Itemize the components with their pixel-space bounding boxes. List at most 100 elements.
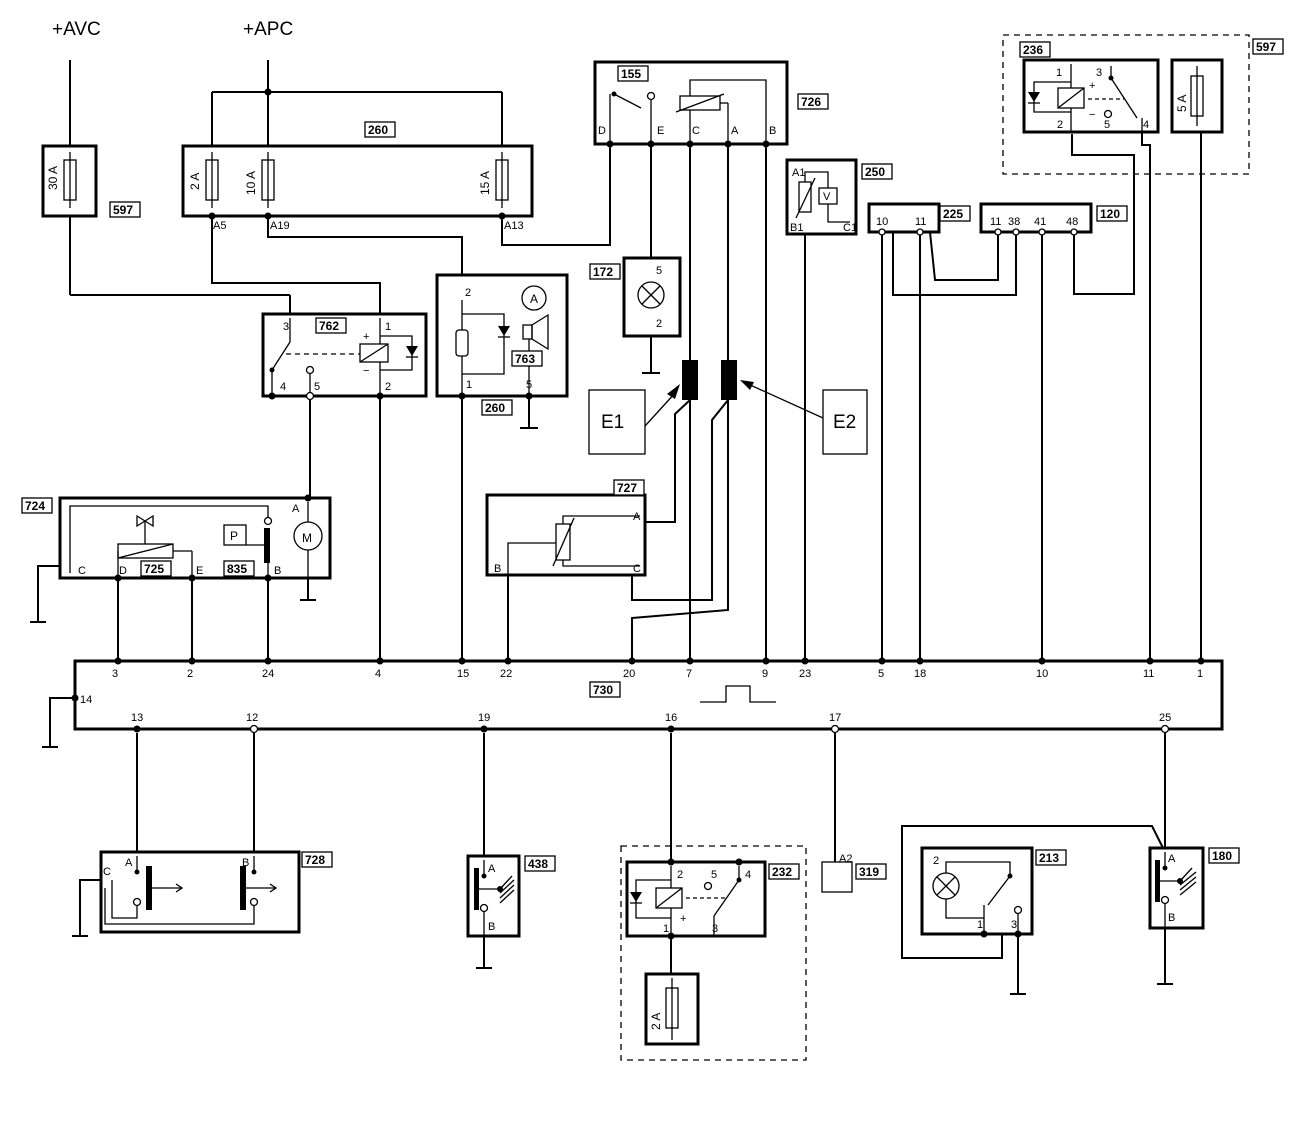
module-597-right <box>1002 34 1250 175</box>
svg-text:4: 4 <box>1143 119 1149 131</box>
wire-a13-to-155 <box>501 144 611 246</box>
svg-text:V: V <box>823 191 831 203</box>
wire-225-to-120-11 <box>929 231 999 281</box>
svg-text:A: A <box>125 857 133 869</box>
tag-724: 724 <box>25 499 45 513</box>
wire-e1-to-727a <box>645 399 691 523</box>
wire-a5-to-762 <box>211 216 381 314</box>
sensor-e2-label: E2 <box>833 412 856 433</box>
fuse-box-597: 30 A 597 <box>41 144 141 218</box>
wire-236-to-ecu11 <box>1141 132 1151 661</box>
svg-text:25: 25 <box>1159 712 1171 724</box>
svg-text:5: 5 <box>656 265 662 277</box>
svg-text:2: 2 <box>933 855 939 867</box>
svg-text:B: B <box>769 125 776 137</box>
fuse-box-260: 2 A 10 A 15 A 260 A5 A19 A13 <box>181 121 534 232</box>
svg-text:38: 38 <box>1008 216 1020 228</box>
lamp-switch-213: 213 2 1 3 <box>920 846 1067 936</box>
pin-a13: A13 <box>504 220 524 232</box>
sensor-250: 250 A1 B1 C1 V <box>785 158 893 236</box>
svg-text:3: 3 <box>112 668 118 680</box>
svg-text:C: C <box>78 565 86 577</box>
svg-text:3: 3 <box>1011 919 1017 931</box>
svg-text:1: 1 <box>385 321 391 333</box>
tag-835: 835 <box>227 562 247 576</box>
svg-text:B: B <box>242 857 249 869</box>
svg-text:15: 15 <box>457 668 469 680</box>
wire-728c-ground <box>79 879 101 936</box>
svg-text:1: 1 <box>1056 67 1062 79</box>
svg-text:23: 23 <box>799 668 811 680</box>
connector-319: A2 319 <box>821 853 887 893</box>
connector-e2 <box>721 360 737 400</box>
svg-text:1: 1 <box>663 923 669 935</box>
svg-text:P: P <box>230 529 238 543</box>
sensor-e1-box <box>588 389 646 455</box>
ecu-pin-dots <box>71 657 1205 734</box>
svg-text:14: 14 <box>80 694 92 706</box>
tag-728: 728 <box>305 853 325 867</box>
tag-250: 250 <box>865 165 885 179</box>
tag-172: 172 <box>593 265 613 279</box>
tag-438: 438 <box>528 857 548 871</box>
wire-225-to-120-38 <box>892 232 1017 296</box>
svg-text:9: 9 <box>762 668 768 680</box>
svg-text:1: 1 <box>977 919 983 931</box>
svg-text:B1: B1 <box>790 222 803 234</box>
svg-text:2: 2 <box>1057 119 1063 131</box>
svg-text:B: B <box>274 565 281 577</box>
svg-text:A2: A2 <box>839 853 852 865</box>
svg-text:M: M <box>302 531 312 545</box>
svg-text:20: 20 <box>623 668 635 680</box>
connector-225: 10 11 <box>867 202 941 234</box>
svg-text:1: 1 <box>1197 668 1203 680</box>
connector-120: 11 38 41 48 <box>979 202 1093 234</box>
sensor-727: 727 A B C <box>485 479 647 577</box>
ecu-ground-wire <box>49 697 75 747</box>
svg-text:5: 5 <box>1104 119 1110 131</box>
switch-728: 728 C A B <box>99 850 333 934</box>
connector-e1 <box>682 360 698 400</box>
svg-text:A: A <box>488 863 496 875</box>
tag-232: 232 <box>772 865 792 879</box>
tag-597-left: 597 <box>113 203 133 217</box>
svg-text:5: 5 <box>314 381 320 393</box>
svg-text:C: C <box>633 563 641 575</box>
module-724: 724 P M C D E B A 725 835 <box>21 496 332 600</box>
tag-762: 762 <box>319 319 339 333</box>
tag-180: 180 <box>1212 849 1232 863</box>
svg-text:D: D <box>119 565 127 577</box>
svg-text:4: 4 <box>375 668 381 680</box>
wire-e2-to-727c <box>631 399 729 601</box>
supply-avc-label: +AVC <box>52 19 101 40</box>
svg-text:2: 2 <box>385 381 391 393</box>
svg-text:C: C <box>103 866 111 878</box>
wire-e2-to-ecu20 <box>631 400 729 661</box>
pin-a5: A5 <box>213 220 226 232</box>
tag-213: 213 <box>1039 851 1059 865</box>
switch-438: 438 A B <box>466 854 556 938</box>
svg-text:−: − <box>1089 109 1095 121</box>
svg-text:4: 4 <box>745 869 751 881</box>
wire-724c-ground <box>37 565 60 622</box>
tag-763: 763 <box>515 352 535 366</box>
svg-text:A: A <box>292 503 300 515</box>
svg-text:22: 22 <box>500 668 512 680</box>
buzzer-box-260: 2 1 5 A 763 <box>435 273 569 398</box>
svg-text:A: A <box>530 292 538 306</box>
wire-a19-to-buzzer <box>267 216 463 275</box>
connector-726: 155 D E C A B <box>593 60 789 146</box>
svg-text:2: 2 <box>677 869 683 881</box>
svg-text:16: 16 <box>665 712 677 724</box>
tag-730: 730 <box>593 683 613 697</box>
wire-120-48-to-236 <box>1071 134 1135 295</box>
svg-text:C1: C1 <box>843 222 857 234</box>
fuse-10a-rating: 10 A <box>244 171 258 195</box>
svg-text:4: 4 <box>280 381 286 393</box>
svg-text:1: 1 <box>466 379 472 391</box>
svg-text:3: 3 <box>283 321 289 333</box>
fuse-2a-232-rating: 2 A <box>649 1013 663 1030</box>
fuse-2a-rating: 2 A <box>188 173 202 190</box>
svg-text:+: + <box>1089 80 1095 92</box>
svg-text:A: A <box>731 125 739 137</box>
